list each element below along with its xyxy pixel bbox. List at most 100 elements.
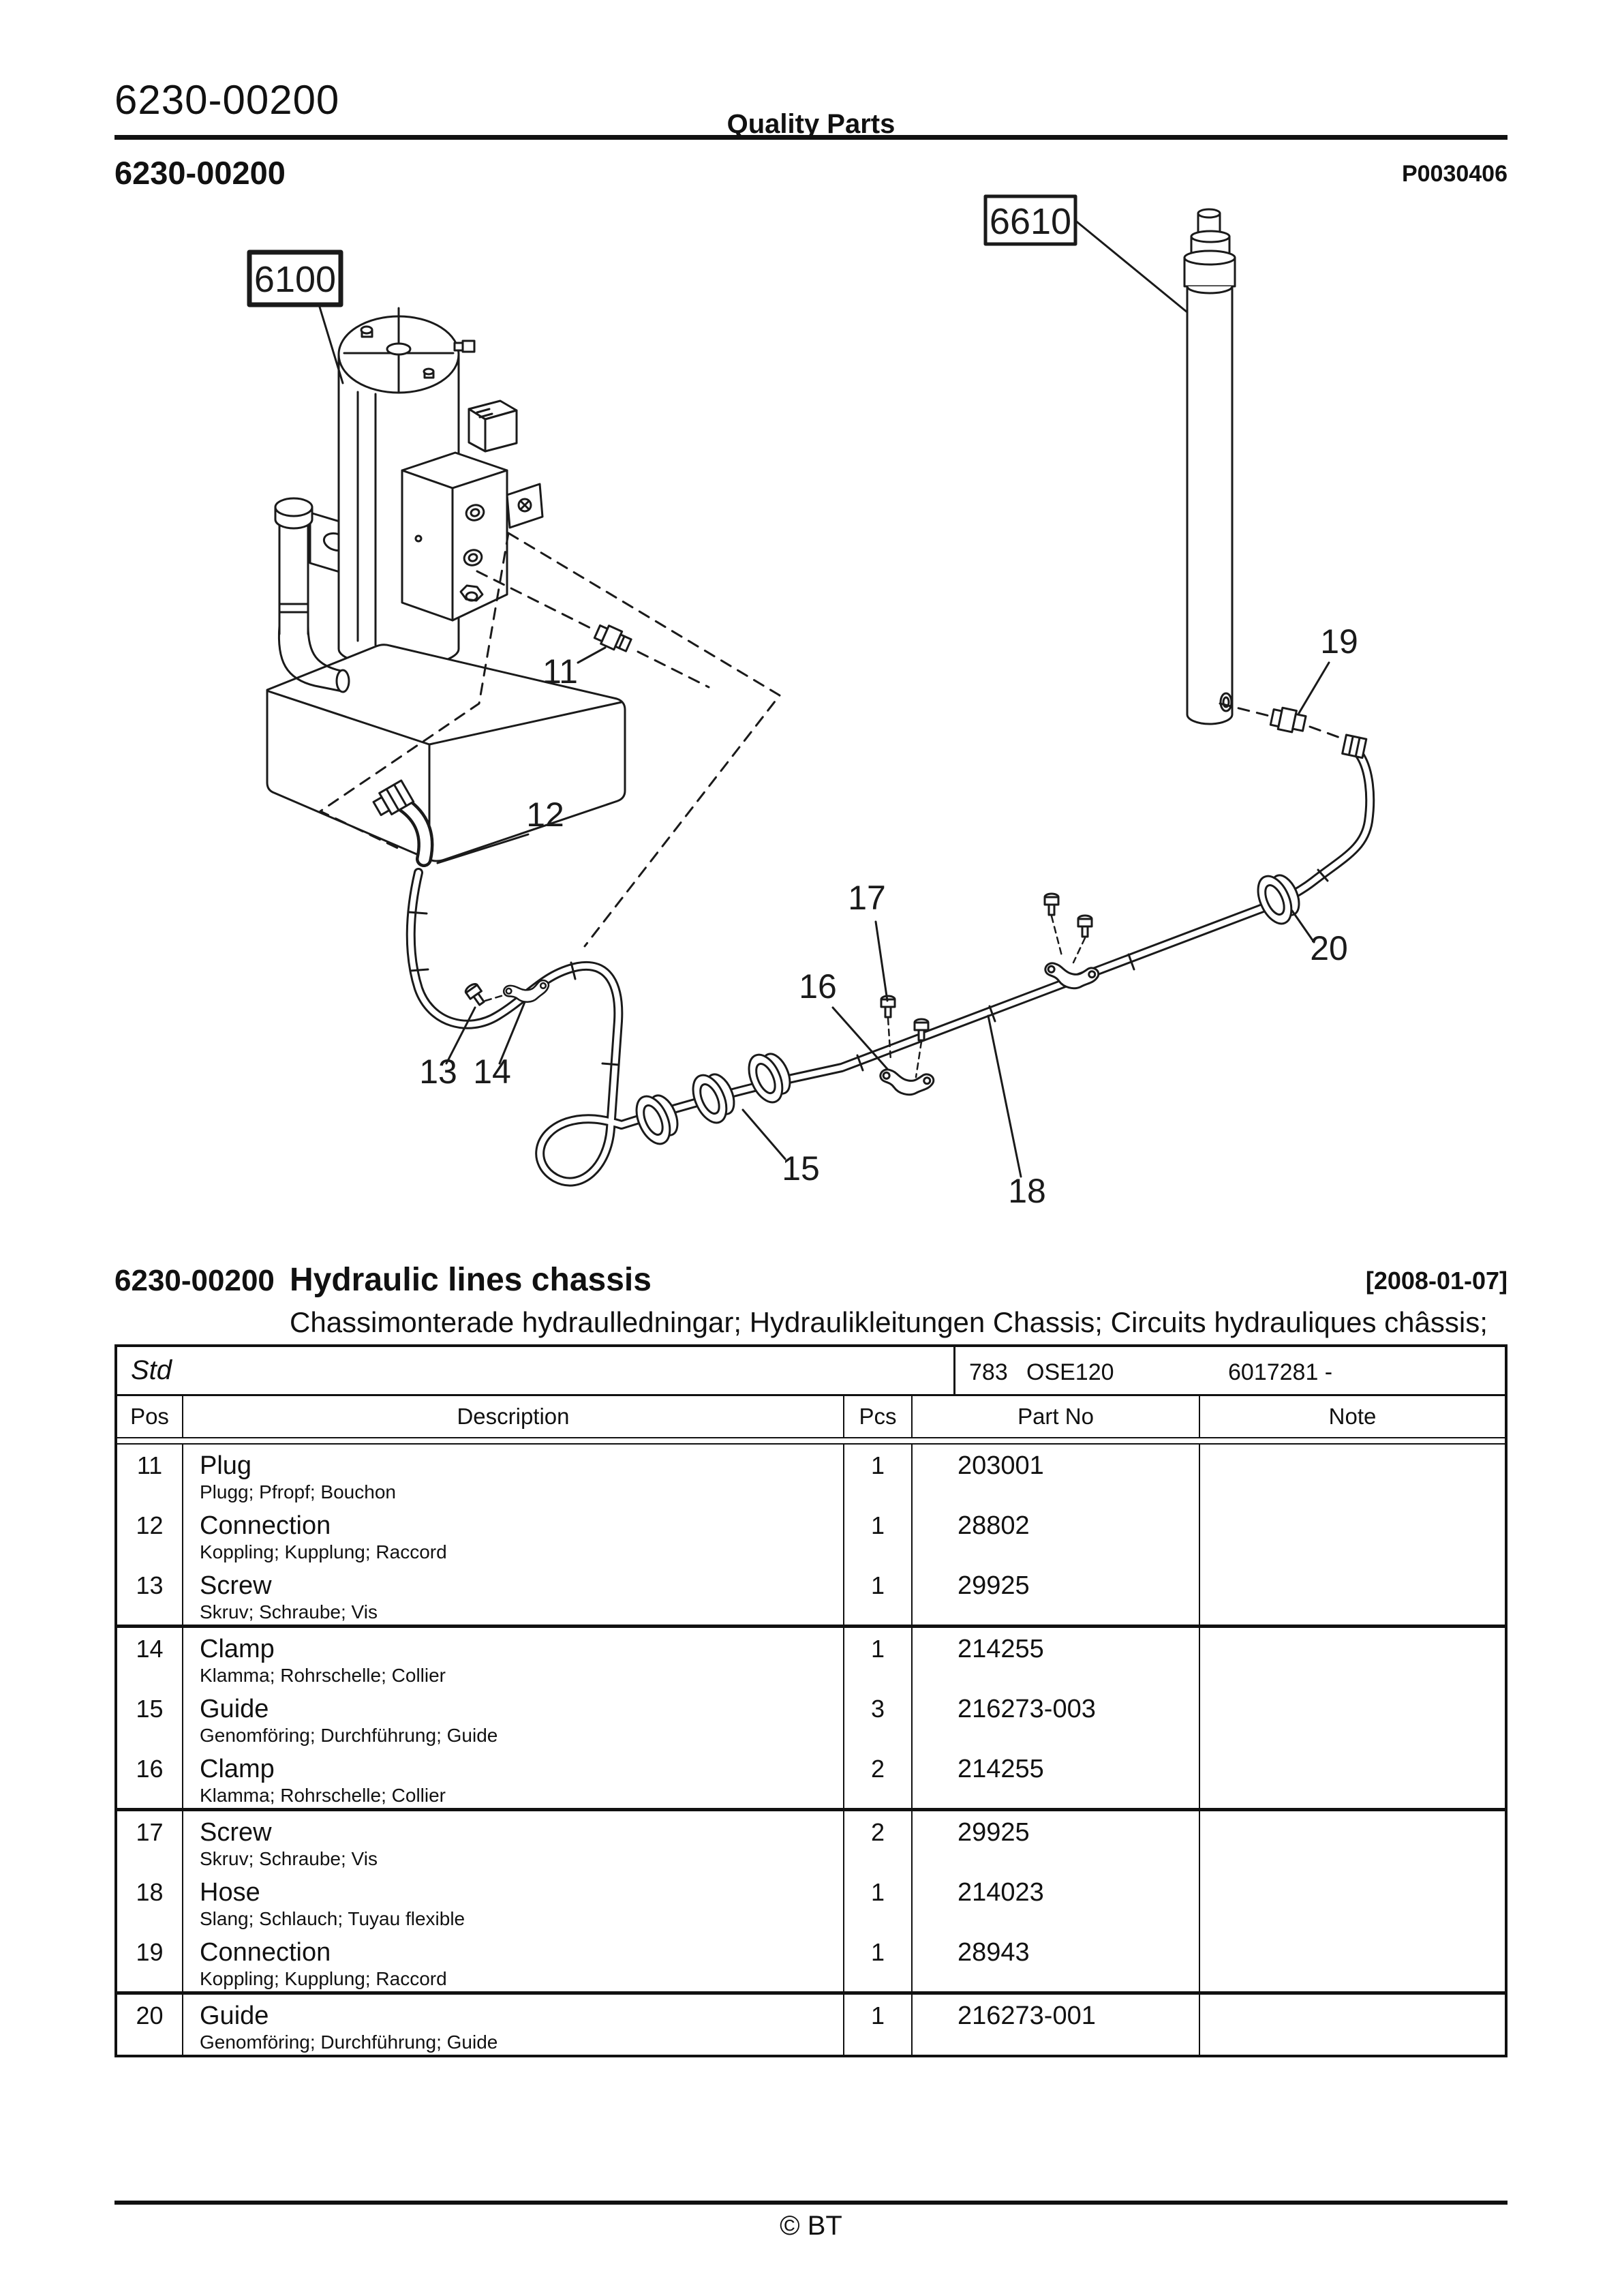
exploded-diagram: 6100 6610 11 12 13 14 15 16 17 18 19 20 — [0, 184, 1622, 1254]
row-pos: 20 — [117, 1995, 183, 2055]
section-revision-date: [2008-01-07] — [1365, 1267, 1508, 1295]
row-pcs: 2 — [844, 1748, 913, 1808]
row-description: Connection — [200, 1938, 331, 1967]
row-pos: 12 — [117, 1505, 183, 1565]
row-part-no: 203001 — [913, 1445, 1200, 1505]
row-note — [1200, 1748, 1505, 1808]
col-header-pos: Pos — [117, 1396, 183, 1437]
table-row: 20 Guide Genomföring; Durchführung; Guid… — [117, 1995, 1505, 2055]
model-name: OSE120 — [1026, 1359, 1114, 1385]
row-description: Clamp — [200, 1635, 275, 1663]
col-header-note: Note — [1328, 1404, 1377, 1429]
row-pos: 18 — [117, 1871, 183, 1931]
model-code: 783 — [969, 1359, 1008, 1385]
model-cell: 783 OSE120 6017281 - — [955, 1347, 1505, 1394]
row-description-cell: Clamp Klamma; Rohrschelle; Collier — [183, 1628, 844, 1688]
row-part-no: 29925 — [913, 1811, 1200, 1871]
row-translations: Klamma; Rohrschelle; Collier — [200, 1665, 446, 1686]
section-subtitle: Chassimonterade hydraulledningar; Hydrau… — [290, 1306, 1488, 1338]
ref-box-6610 — [983, 194, 1077, 246]
row-translations: Plugg; Pfropf; Bouchon — [200, 1481, 396, 1502]
row-description: Guide — [200, 1695, 269, 1723]
table-row: 19 Connection Koppling; Kupplung; Raccor… — [117, 1931, 1505, 1995]
serial-range: 6017281 - — [1228, 1359, 1333, 1385]
pump-unit-drawing — [266, 307, 626, 862]
row-pos: 16 — [117, 1748, 183, 1808]
row-description-cell: Screw Skruv; Schraube; Vis — [183, 1565, 844, 1625]
row-translations: Slang; Schlauch; Tuyau flexible — [200, 1908, 465, 1929]
row-description-cell: Plug Plugg; Pfropf; Bouchon — [183, 1445, 844, 1505]
col-header-pcs: Pcs — [844, 1396, 913, 1437]
footer-divider — [114, 2201, 1508, 2205]
row-translations: Skruv; Schraube; Vis — [200, 1601, 378, 1622]
table-row: 12 Connection Koppling; Kupplung; Raccor… — [117, 1505, 1505, 1565]
guide-grommets-drawing — [635, 874, 1300, 1145]
row-description: Screw — [200, 1571, 272, 1600]
connection-12-drawing — [372, 779, 434, 867]
table-row: 17 Screw Skruv; Schraube; Vis 2 29925 — [117, 1811, 1505, 1871]
row-note — [1200, 1931, 1505, 1991]
manual-title: Quality Parts — [726, 109, 896, 139]
row-note — [1200, 1871, 1505, 1931]
parts-rows: 11 Plug Plugg; Pfropf; Bouchon 1 203001 … — [117, 1445, 1505, 2055]
table-row: 13 Screw Skruv; Schraube; Vis 1 29925 — [117, 1565, 1505, 1628]
ref-label-6100: 6100 — [254, 259, 336, 300]
callout-15: 15 — [782, 1149, 820, 1188]
row-part-no: 216273-001 — [913, 1995, 1200, 2055]
cylinder-drawing — [1183, 208, 1236, 725]
table-row: 16 Clamp Klamma; Rohrschelle; Collier 2 … — [117, 1748, 1505, 1811]
col-header-description: Description — [183, 1396, 844, 1437]
leader-lines — [318, 218, 1330, 1178]
callout-13: 13 — [419, 1053, 457, 1091]
model-band: Std 783 OSE120 6017281 - — [117, 1347, 1505, 1396]
row-note — [1200, 1811, 1505, 1871]
callout-14: 14 — [473, 1053, 511, 1091]
col-header-part-no: Part No — [913, 1396, 1200, 1437]
row-translations: Klamma; Rohrschelle; Collier — [200, 1785, 446, 1806]
row-pcs: 3 — [844, 1688, 913, 1748]
row-part-no: 214255 — [913, 1628, 1200, 1688]
table-row: 14 Clamp Klamma; Rohrschelle; Collier 1 … — [117, 1628, 1505, 1688]
row-pos: 13 — [117, 1565, 183, 1625]
row-description-cell: Connection Koppling; Kupplung; Raccord — [183, 1931, 844, 1991]
row-description-cell: Guide Genomföring; Durchführung; Guide — [183, 1995, 844, 2055]
callout-20: 20 — [1310, 929, 1348, 967]
row-pos: 14 — [117, 1628, 183, 1688]
row-description: Guide — [200, 2002, 269, 2030]
row-description: Plug — [200, 1451, 252, 1480]
section-number: 6230-00200 — [114, 1264, 275, 1297]
connection-19-drawing — [1269, 706, 1368, 759]
row-part-no: 29925 — [913, 1565, 1200, 1625]
plug-11-drawing — [593, 624, 632, 652]
table-row: 18 Hose Slang; Schlauch; Tuyau flexible … — [117, 1871, 1505, 1931]
row-pos: 11 — [117, 1445, 183, 1505]
row-description: Clamp — [200, 1755, 275, 1783]
row-note — [1200, 1628, 1505, 1688]
hose-drawing — [406, 749, 1375, 1187]
header-divider — [114, 135, 1508, 140]
row-part-no: 214023 — [913, 1871, 1200, 1931]
callout-16: 16 — [799, 967, 837, 1006]
row-description: Screw — [200, 1818, 272, 1847]
row-translations: Koppling; Kupplung; Raccord — [200, 1968, 447, 1989]
figure-reference: P0030406 — [1401, 161, 1508, 187]
row-pcs: 1 — [844, 1628, 913, 1688]
row-part-no: 214255 — [913, 1748, 1200, 1808]
section-number-header: 6230-00200 — [114, 155, 286, 191]
projection-lines — [319, 532, 1341, 948]
ref-label-6610: 6610 — [990, 201, 1071, 242]
row-note — [1200, 1688, 1505, 1748]
row-pcs: 1 — [844, 1871, 913, 1931]
row-description-cell: Clamp Klamma; Rohrschelle; Collier — [183, 1748, 844, 1808]
ref-box-6100 — [247, 250, 343, 307]
row-translations: Genomföring; Durchführung; Guide — [200, 1725, 498, 1746]
row-translations: Skruv; Schraube; Vis — [200, 1848, 378, 1869]
table-row: 15 Guide Genomföring; Durchführung; Guid… — [117, 1688, 1505, 1748]
variant-cell: Std — [117, 1347, 955, 1394]
callout-12: 12 — [526, 796, 564, 834]
row-note — [1200, 1565, 1505, 1625]
row-note — [1200, 1505, 1505, 1565]
row-part-no: 216273-003 — [913, 1688, 1200, 1748]
callout-19: 19 — [1320, 622, 1358, 661]
